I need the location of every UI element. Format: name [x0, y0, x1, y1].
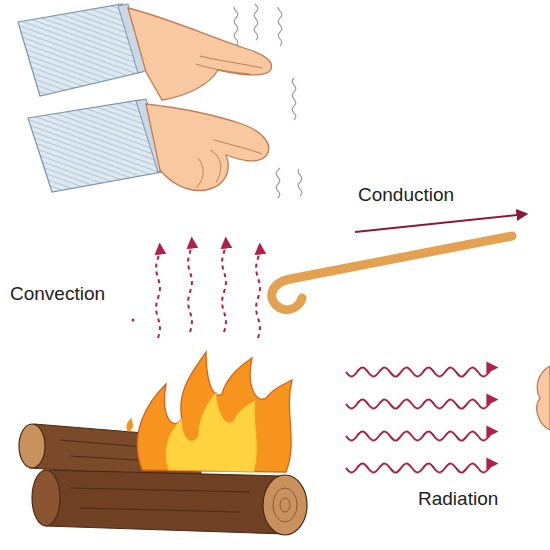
log-end — [263, 475, 307, 535]
radiation-arrow — [346, 463, 496, 472]
finger-lines — [196, 140, 262, 188]
process-label: Convection — [10, 283, 105, 305]
log-rings — [273, 488, 297, 522]
convection-arrows — [156, 239, 260, 338]
spark — [132, 319, 135, 322]
heat-wave — [278, 7, 282, 46]
finger-lines — [196, 56, 262, 74]
log-end — [32, 470, 60, 526]
process-label: Radiation — [418, 488, 498, 510]
log-end — [19, 424, 45, 468]
log — [44, 470, 286, 534]
log-rings — [280, 498, 290, 512]
radiation-arrow — [346, 431, 496, 440]
stick — [272, 236, 512, 310]
heat-waves — [234, 4, 302, 198]
convection-arrow — [256, 245, 260, 338]
heat-wave — [292, 78, 296, 120]
flame — [137, 352, 292, 472]
flame-core — [165, 392, 257, 472]
radiation-arrow — [346, 367, 496, 376]
spark — [126, 418, 133, 432]
heat-wave — [234, 7, 238, 46]
process-label: Conduction — [358, 184, 454, 206]
hand — [146, 104, 269, 190]
heat-wave — [254, 4, 258, 40]
convection-arrow — [188, 239, 192, 332]
heat-wave — [276, 168, 280, 198]
radiation-arrows — [346, 367, 496, 472]
heat-wave — [298, 169, 302, 196]
convection-arrow — [156, 245, 160, 338]
radiation-arrow — [346, 399, 496, 408]
convection-arrow — [222, 239, 226, 332]
conduction-arrow — [355, 214, 526, 232]
hand — [128, 8, 272, 100]
hand — [537, 366, 550, 430]
